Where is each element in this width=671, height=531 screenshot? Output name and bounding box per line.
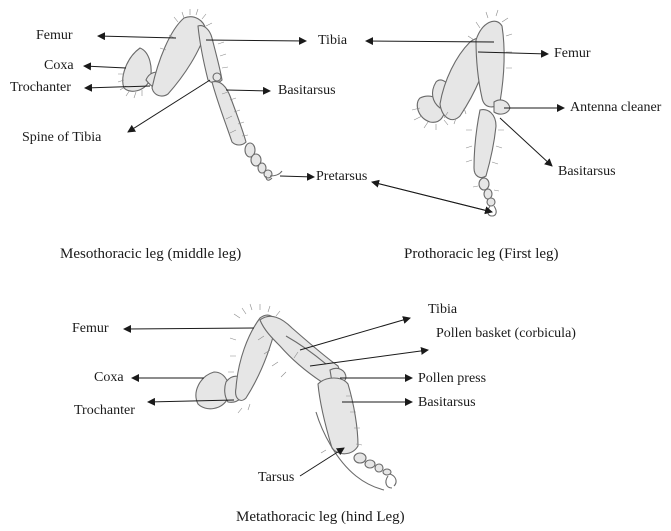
metathoracic-leg-drawing: [196, 315, 396, 490]
label-meso-coxa: Coxa: [44, 58, 74, 74]
meso-basitarsus: [212, 82, 246, 145]
meta-tarsomere: [365, 460, 375, 468]
caption-prothoracic: Prothoracic leg (First leg): [404, 245, 559, 263]
arrow-meta-tibia: [300, 318, 410, 350]
label-pro-femur: Femur: [554, 46, 591, 62]
arrow-pro-basitarsus: [500, 118, 552, 166]
arrow-meso-tibia: [206, 40, 306, 41]
prothoracic-leg-drawing: [417, 21, 510, 216]
pro-tibia: [476, 21, 504, 107]
label-tibia-shared: Tibia: [318, 33, 347, 49]
label-meta-femur: Femur: [72, 321, 109, 337]
mesothoracic-leg-drawing: [123, 17, 282, 180]
label-meso-femur: Femur: [36, 28, 73, 44]
label-pro-basitarsus: Basitarsus: [558, 164, 616, 180]
arrow-meso-basitarsus: [226, 90, 270, 91]
label-meta-pollen-press: Pollen press: [418, 371, 486, 387]
pro-tarsomere: [479, 178, 489, 190]
pro-basitarsus: [474, 110, 496, 178]
meta-tarsomere: [383, 469, 391, 475]
label-meta-pollen-basket: Pollen basket (corbicula): [436, 326, 576, 342]
label-meta-coxa: Coxa: [94, 370, 124, 386]
meta-basitarsus: [318, 378, 358, 454]
caption-metathoracic: Metathoracic leg (hind Leg): [236, 508, 405, 526]
caption-mesothoracic: Mesothoracic leg (middle leg): [60, 245, 241, 263]
meta-tarsomere: [354, 453, 366, 463]
arrow-meso-pretarsus: [280, 176, 314, 177]
meta-claw: [386, 474, 396, 488]
label-pro-antenna-cleaner: Antenna cleaner: [570, 100, 661, 116]
label-meso-basitarsus: Basitarsus: [278, 83, 336, 99]
meta-tibia: [260, 316, 340, 386]
meso-joint: [213, 73, 221, 81]
arrow-meta-femur: [124, 328, 254, 329]
label-meso-trochanter: Trochanter: [10, 80, 71, 96]
meso-coxa: [123, 48, 151, 91]
arrow-meso-femur: [98, 36, 176, 38]
label-meta-tibia: Tibia: [428, 302, 457, 318]
label-meta-tarsus: Tarsus: [258, 470, 294, 486]
pro-tarsomere: [487, 198, 495, 206]
meso-tarsomere: [264, 170, 272, 178]
label-pretarsus: Pretarsus: [316, 169, 367, 185]
label-meta-basitarsus: Basitarsus: [418, 395, 476, 411]
arrow-meso-coxa: [84, 66, 126, 68]
meta-tarsomere: [375, 464, 383, 472]
label-meta-trochanter: Trochanter: [74, 403, 135, 419]
pro-antenna-cleaner: [494, 100, 510, 114]
label-meso-spine-of-tibia: Spine of Tibia: [22, 130, 101, 146]
